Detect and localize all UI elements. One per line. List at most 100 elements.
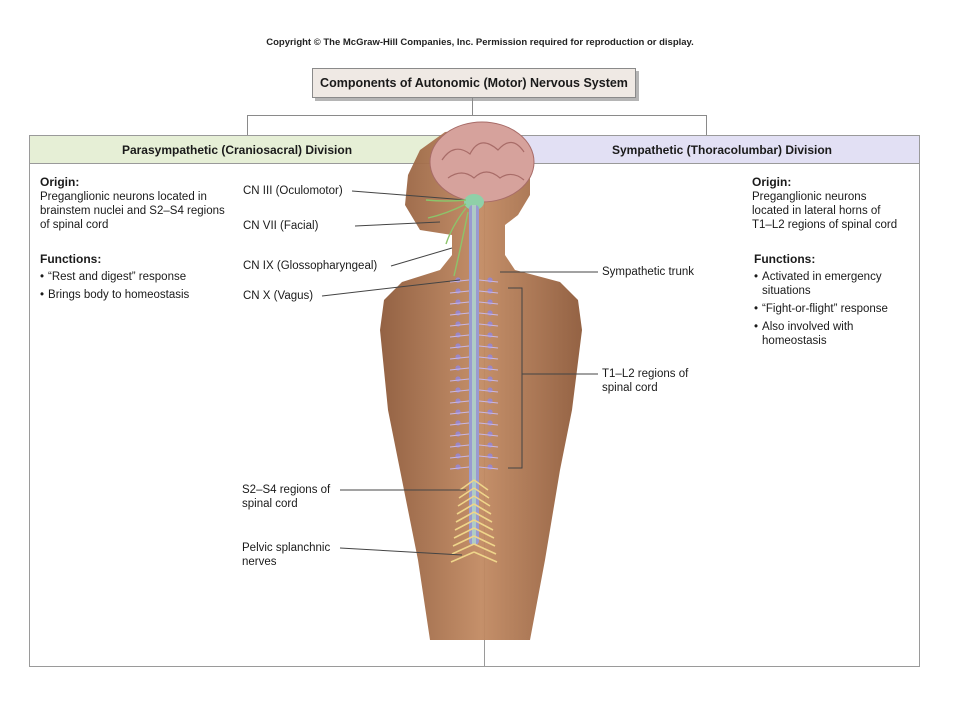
sacral-nerve <box>473 543 497 555</box>
spinal-nerve <box>478 334 499 338</box>
connector-vertical <box>472 97 473 115</box>
label-sympathetic-trunk: Sympathetic trunk <box>602 266 695 278</box>
connector-right-drop <box>706 115 707 135</box>
spinal-nerve <box>478 367 499 371</box>
label-cn7: CN VII (Facial) <box>243 220 319 232</box>
sacral-nerve <box>458 487 475 499</box>
function-item: • Brings body to homeostasis <box>40 288 240 302</box>
sympathetic-origin-text: Preganglionic neurons located in lateral… <box>752 191 898 231</box>
bullet-icon: • <box>754 271 759 283</box>
parasympathetic-origin-text: Preganglionic neurons located in brainst… <box>40 191 225 231</box>
parasympathetic-origin-heading: Origin: <box>40 175 80 189</box>
function-text: Also involved with homeostasis <box>762 321 854 347</box>
spinal-nerve <box>478 444 499 448</box>
sacral-nerve <box>473 535 496 547</box>
parasympathetic-origin: Origin: Preganglionic neurons located in… <box>40 175 225 232</box>
spinal-nerve <box>449 356 470 360</box>
label-cn9: CN IX (Glossopharyngeal) <box>243 260 378 272</box>
spinal-cord <box>469 205 479 545</box>
sacral-nerve <box>473 479 489 491</box>
spinal-nerve <box>449 422 470 426</box>
sympathetic-origin-heading: Origin: <box>752 175 792 189</box>
spinal-nerve <box>449 323 470 327</box>
spinal-nerve <box>449 367 470 371</box>
sacral-nerve <box>455 511 475 523</box>
spinal-nerve <box>449 400 470 404</box>
function-text: Activated in emergency situations <box>762 271 882 297</box>
leader-lines <box>321 190 598 556</box>
function-item: • “Fight-or-flight” response <box>754 302 904 316</box>
spinal-nerve <box>478 323 499 327</box>
function-text: “Fight-or-flight” response <box>762 303 888 315</box>
diagram-title: Components of Autonomic (Motor) Nervous … <box>312 68 636 98</box>
function-item: • Also involved with homeostasis <box>754 320 904 348</box>
spinal-nerve <box>449 466 470 470</box>
sympathetic-functions-heading: Functions: <box>754 252 816 266</box>
connector-horizontal <box>247 115 706 116</box>
bullet-icon: • <box>40 271 45 283</box>
spinal-nerve <box>478 312 499 316</box>
label-t1l2: T1–L2 regions of spinal cord <box>602 368 689 394</box>
spinal-nerve <box>449 444 470 448</box>
spinal-nerve <box>478 290 499 294</box>
spinal-nerve <box>449 389 470 393</box>
connector-left-drop <box>247 115 248 135</box>
cranial-nerves <box>425 199 469 277</box>
label-s2s4: S2–S4 regions of spinal cord <box>242 484 331 510</box>
sympathetic-chain <box>449 277 499 563</box>
spinal-nerve <box>449 345 470 349</box>
spinal-nerve <box>478 466 499 470</box>
function-item: • “Rest and digest” response <box>40 270 240 284</box>
sacral-nerve <box>450 551 475 563</box>
sympathetic-header: Sympathetic (Thoracolumbar) Division <box>484 135 920 164</box>
sacral-nerve <box>451 543 475 555</box>
label-pelvic-splanchnic: Pelvic splanchnic nerves <box>242 542 331 568</box>
spinal-nerve <box>478 279 499 283</box>
label-cn10: CN X (Vagus) <box>243 290 314 302</box>
sympathetic-functions: Functions: • Activated in emergency situ… <box>754 252 904 348</box>
function-text: Brings body to homeostasis <box>48 289 190 301</box>
function-text: “Rest and digest” response <box>48 271 187 283</box>
spinal-nerve <box>478 389 499 393</box>
spinal-nerve <box>449 290 470 294</box>
spinal-nerve <box>449 378 470 382</box>
spinal-nerve <box>478 411 499 415</box>
sacral-nerve <box>473 519 494 531</box>
brainstem <box>464 194 484 210</box>
sacral-nerve <box>452 535 475 547</box>
parasympathetic-functions: Functions: • “Rest and digest” response … <box>40 252 240 302</box>
sacral-nerve <box>473 551 498 563</box>
spinal-nerve <box>449 411 470 415</box>
sacral-nerve <box>454 519 475 531</box>
spinal-nerve <box>478 356 499 360</box>
torso-silhouette <box>380 128 582 640</box>
sacral-nerve <box>456 503 475 515</box>
spinal-nerve <box>478 433 499 437</box>
spinal-nerve <box>478 455 499 459</box>
spinal-nerve <box>478 345 499 349</box>
sacral-nerve <box>457 495 475 507</box>
spinal-nerve <box>449 279 470 283</box>
spinal-nerve <box>478 400 499 404</box>
spinal-nerve <box>449 334 470 338</box>
spinal-nerve <box>449 455 470 459</box>
bullet-icon: • <box>40 289 45 301</box>
parasympathetic-header: Parasympathetic (Craniosacral) Division <box>29 135 485 164</box>
sacral-nerve <box>473 511 493 523</box>
spinal-nerve <box>449 301 470 305</box>
spinal-nerve <box>478 422 499 426</box>
bullet-icon: • <box>754 303 759 315</box>
spinal-nerve <box>449 312 470 316</box>
label-cn3: CN III (Oculomotor) <box>243 185 343 197</box>
parasympathetic-header-label: Parasympathetic (Craniosacral) Division <box>121 142 353 157</box>
sacral-nerve <box>473 503 492 515</box>
spinal-nerve <box>449 433 470 437</box>
sacral-nerve <box>473 487 490 499</box>
sympathetic-origin: Origin: Preganglionic neurons located in… <box>752 175 902 232</box>
sacral-nerve <box>459 479 475 491</box>
bullet-icon: • <box>754 321 759 333</box>
function-item: • Activated in emergency situations <box>754 270 904 298</box>
copyright-notice: Copyright © The McGraw-Hill Companies, I… <box>266 37 694 48</box>
spinal-nerve <box>478 301 499 305</box>
